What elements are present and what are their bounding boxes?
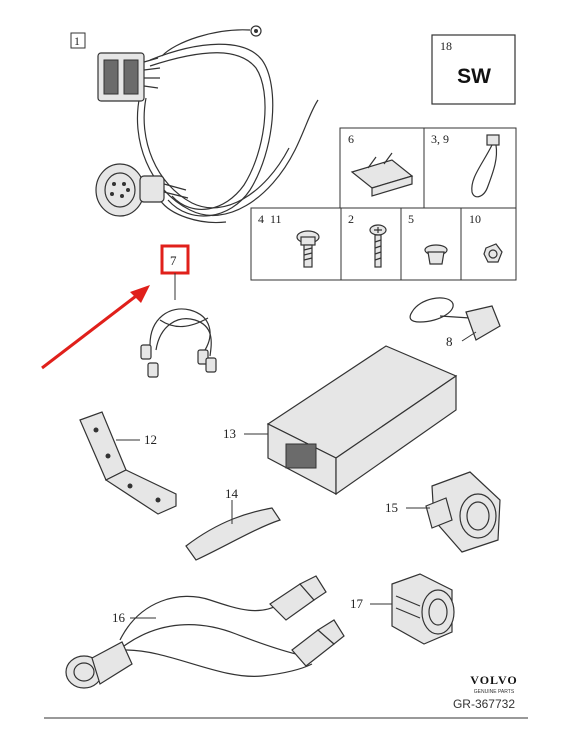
adapter-harness-16: 16	[65, 575, 345, 689]
callout-15: 15	[385, 500, 398, 515]
main-wiring-harness: 1	[70, 25, 319, 224]
fuse-label: 6	[348, 132, 354, 146]
kit-code-box: 18 SW	[431, 34, 516, 105]
red-arrow-shaft	[41, 291, 141, 370]
bolt-label: 4 11	[258, 212, 282, 226]
cable-tie-label: 3, 9	[431, 132, 449, 146]
fuse-drawing	[350, 152, 414, 197]
nut-drawing	[483, 243, 503, 263]
nut-cell	[460, 207, 517, 281]
bolt-cell	[250, 207, 342, 281]
screw-cell	[340, 207, 402, 281]
item-box-label: 1	[74, 34, 80, 48]
brand-tagline: GENUINE PARTS	[474, 689, 515, 695]
clip-label: 5	[408, 212, 414, 226]
callout-12: 12	[144, 432, 157, 447]
kit-box-code: SW	[457, 65, 491, 88]
bracket: 12	[79, 411, 177, 515]
kit-box-frame	[431, 34, 516, 105]
clip-drawing	[424, 244, 448, 265]
callout-8: 8	[446, 334, 453, 349]
red-arrow-head	[130, 285, 150, 303]
screw-drawing	[369, 224, 387, 268]
brand-block: VOLVO GENUINE PARTS GR-367732	[453, 673, 517, 711]
control-unit: 13	[223, 345, 458, 496]
screw-label: 2	[348, 212, 354, 226]
adhesive-strip: 14	[185, 486, 281, 561]
cable-tie-cell	[423, 127, 517, 209]
socket-15: 15	[385, 471, 501, 553]
callout-14: 14	[225, 486, 239, 501]
callout-13: 13	[223, 426, 236, 441]
adapter-cable-item: 7	[41, 244, 217, 378]
diagram-reference: GR-367732	[453, 697, 515, 711]
callout-17: 17	[350, 596, 364, 611]
socket-17: 17	[350, 573, 455, 645]
nut-label: 10	[469, 212, 481, 226]
small-parts-panel: 6 3, 9 4 11 2 5 10	[250, 127, 517, 281]
highlighted-item-label: 7	[170, 253, 177, 268]
brand-name: VOLVO	[470, 673, 517, 687]
clip-cell	[400, 207, 462, 281]
callout-16: 16	[112, 610, 126, 625]
tag-item: 8	[409, 297, 501, 349]
item-box	[70, 32, 86, 49]
cable-tie-drawing	[471, 134, 500, 198]
kit-box-number: 18	[440, 39, 452, 53]
bolt-drawing	[296, 230, 320, 268]
